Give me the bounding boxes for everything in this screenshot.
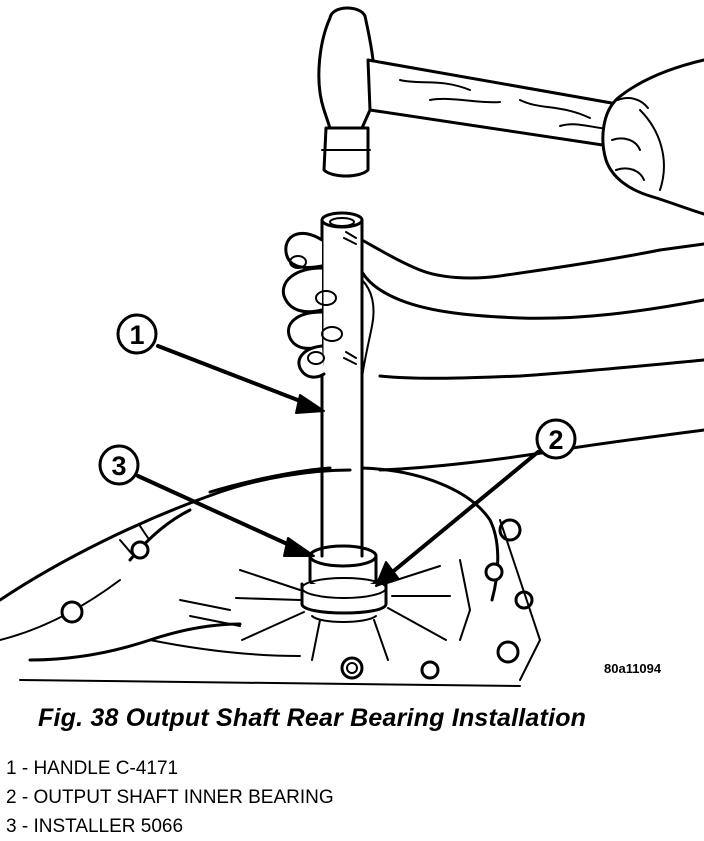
callout-2 <box>535 418 577 460</box>
callout-3 <box>98 444 140 486</box>
illustration: 1 2 3 <box>0 6 704 687</box>
legend-item: 2 - OUTPUT SHAFT INNER BEARING <box>6 787 334 808</box>
transmission-case-drawing <box>0 428 704 687</box>
legend-item: 3 - INSTALLER 5066 <box>6 816 184 837</box>
figure-image-id: 80a11094 <box>604 661 662 676</box>
callout-2-number: 2 <box>548 425 563 455</box>
legend-list: 1 - HANDLE C-4171 2 - OUTPUT SHAFT INNER… <box>6 754 334 841</box>
leader-arrows <box>136 344 540 587</box>
right-hand-drawing <box>601 58 704 216</box>
callout-1-number: 1 <box>129 320 144 350</box>
figure-caption: Fig. 38 Output Shaft Rear Bearing Instal… <box>38 704 587 732</box>
installer-and-bearing-drawing <box>300 544 388 623</box>
callout-3-number: 3 <box>111 451 126 481</box>
hammer-drawing <box>317 6 642 178</box>
left-hand-drawing <box>281 231 704 380</box>
handle-tool-drawing <box>320 211 364 550</box>
callout-1 <box>116 313 158 355</box>
legend-item: 1 - HANDLE C-4171 <box>6 758 179 779</box>
